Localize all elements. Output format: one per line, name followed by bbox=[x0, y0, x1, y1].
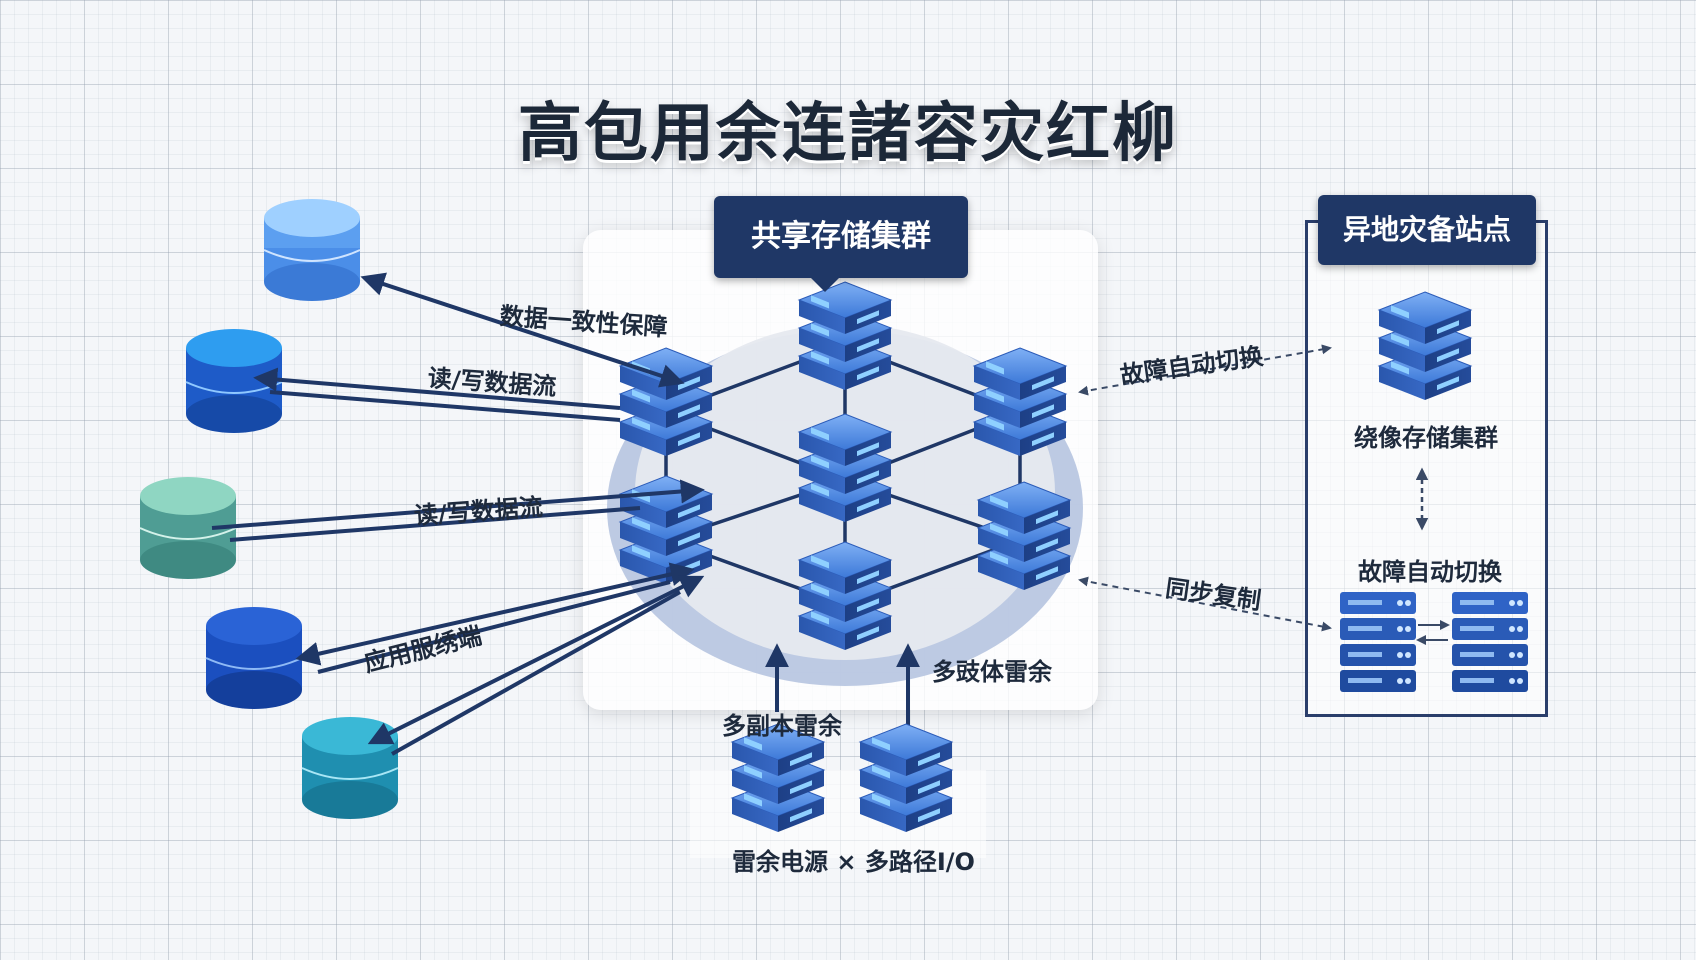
remote-failover-label: 故障自动切换 bbox=[1358, 558, 1502, 586]
cluster-server-bottom bbox=[799, 542, 891, 650]
failover-link bbox=[1078, 344, 1332, 396]
cluster-server-upper-left bbox=[620, 348, 712, 456]
multi-disk-redundancy-label: 多豉体雷余 bbox=[932, 658, 1052, 686]
cluster-server-center bbox=[799, 414, 891, 522]
failover-rack-left bbox=[1340, 592, 1416, 692]
mirror-storage-server bbox=[1379, 292, 1471, 400]
power-server-right bbox=[860, 724, 952, 832]
client-db-2 bbox=[185, 329, 283, 433]
remote-site-banner: 异地灾备站点 bbox=[1318, 195, 1536, 265]
page-title: 高包用余连諸容灾红柳 bbox=[518, 97, 1178, 171]
client-db-5 bbox=[301, 717, 399, 819]
shared-cluster-banner: 共享存储集群 bbox=[714, 196, 968, 292]
replica-redundancy-label: 多副本雷余 bbox=[722, 712, 842, 740]
client-data-arrows bbox=[211, 272, 705, 756]
power-io-label: 雷余电源 × 多路径I/O bbox=[732, 848, 975, 876]
sync-copy-link bbox=[1078, 576, 1332, 632]
mirror-storage-label: 绕像存储集群 bbox=[1354, 424, 1498, 452]
failover-rack-right bbox=[1452, 592, 1528, 692]
cluster-server-upper-right bbox=[974, 348, 1066, 456]
cluster-server-lower-right bbox=[978, 482, 1070, 590]
client-db-1 bbox=[263, 199, 361, 301]
client-db-4 bbox=[205, 607, 303, 709]
cluster-server-top bbox=[799, 282, 891, 390]
